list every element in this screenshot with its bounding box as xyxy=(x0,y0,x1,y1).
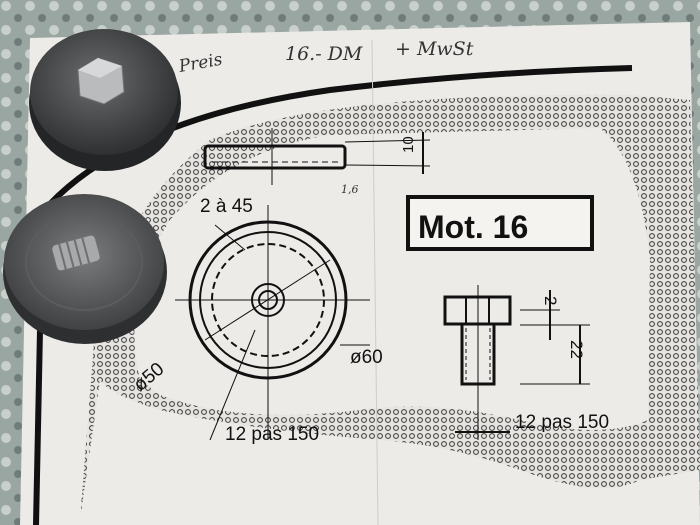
label-thickness: 10 xyxy=(400,136,417,153)
title-mot16: Mot. 16 xyxy=(418,209,528,245)
title-box xyxy=(406,195,594,251)
handwriting-price: 16.- DM xyxy=(285,43,363,65)
label-holes: 2 à 45 xyxy=(200,196,253,217)
label-diameter-60: ø60 xyxy=(350,347,383,368)
label-bolt-length: 22 xyxy=(567,340,586,359)
label-thread-disc: 12 pas 150 xyxy=(225,424,319,445)
bolt-drawing xyxy=(443,285,590,440)
paper-fold xyxy=(371,39,379,525)
label-thread-bolt: 12 pas 150 xyxy=(515,412,609,433)
label-bolt-head: 2 xyxy=(541,296,560,305)
label-lip: 1,6 xyxy=(341,183,359,196)
disc-side-view xyxy=(203,128,431,185)
border-line-left xyxy=(33,329,43,525)
metal-disc-with-bolt xyxy=(29,29,181,171)
metal-disc-with-stud xyxy=(3,194,167,344)
disc-front-view xyxy=(175,205,370,441)
handwriting-tax: + MwSt xyxy=(395,38,474,60)
